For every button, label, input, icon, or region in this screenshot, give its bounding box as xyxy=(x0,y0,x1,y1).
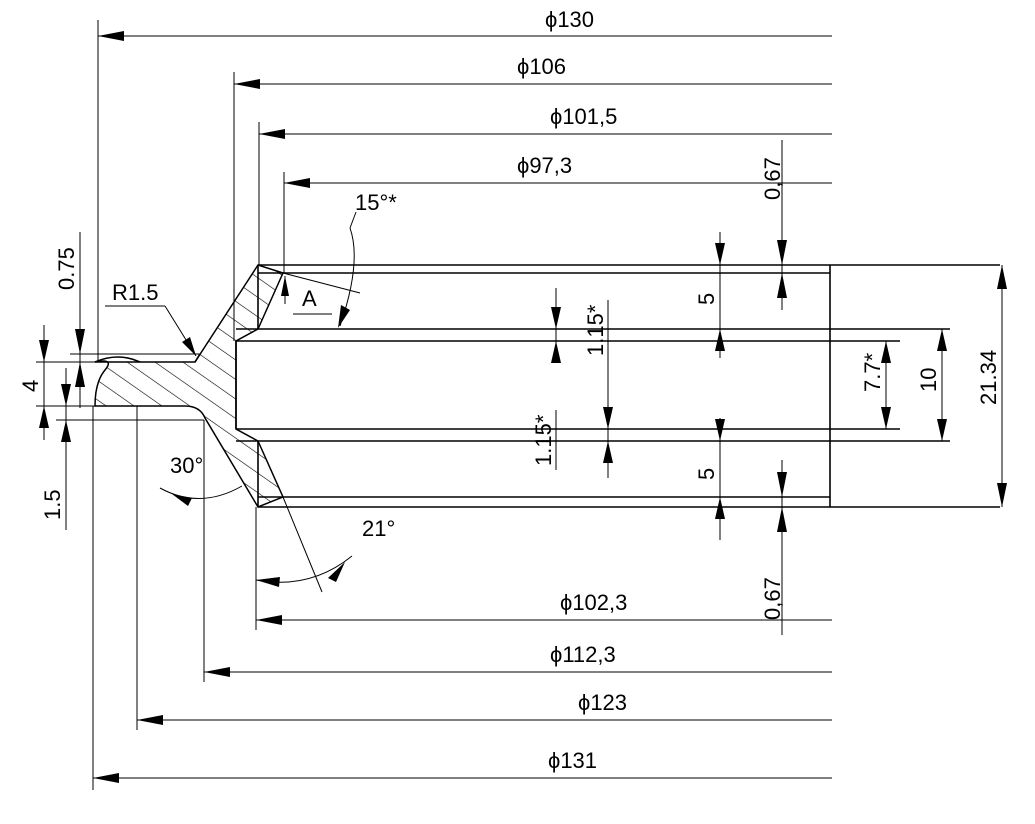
dim-d130: ϕ130 xyxy=(545,7,594,32)
inner-vertical-dims xyxy=(551,232,725,540)
dim-v115-top: 1.15* xyxy=(583,304,608,356)
dim-d112-3: ϕ112,3 xyxy=(550,642,616,667)
thickness-bottom: 0,67 xyxy=(760,577,785,620)
thickness-dims xyxy=(777,140,787,635)
dim-d106: ϕ106 xyxy=(517,54,566,79)
bead-profile xyxy=(94,356,141,363)
dim-v15: 1.5 xyxy=(40,489,65,520)
angle-30: 30° xyxy=(170,453,203,478)
dim-d97-3: ϕ97,3 xyxy=(517,153,572,178)
dim-v77: 7.7* xyxy=(860,352,885,392)
dim-d123: ϕ123 xyxy=(578,690,627,715)
dim-v10: 10 xyxy=(916,368,941,392)
view-a-marker xyxy=(281,276,332,315)
hatched-section xyxy=(94,264,285,508)
dim-d131: ϕ131 xyxy=(548,748,597,773)
dim-v2134: 21.34 xyxy=(976,350,1001,405)
right-vertical-dims xyxy=(881,265,1007,507)
part-outline xyxy=(235,264,1000,508)
dim-v115-bottom: 1.15* xyxy=(531,414,556,466)
dim-v075: 0.75 xyxy=(54,247,79,290)
radius-label: R1.5 xyxy=(112,280,158,305)
left-vertical-dims xyxy=(36,232,204,530)
diameter-dims xyxy=(92,20,832,790)
dim-v5-top: 5 xyxy=(694,293,719,305)
dim-d102-3: ϕ102,3 xyxy=(560,590,627,615)
dim-v4: 4 xyxy=(18,380,43,392)
radius-leader xyxy=(105,305,197,357)
dim-d101-5: ϕ101,5 xyxy=(550,104,617,129)
angle-dims xyxy=(159,211,361,593)
angle-15: 15°* xyxy=(355,190,397,215)
dim-v5-bottom: 5 xyxy=(694,468,719,480)
angle-21: 21° xyxy=(362,516,395,541)
view-label: A xyxy=(302,286,317,311)
thickness-top: 0,67 xyxy=(760,157,785,200)
